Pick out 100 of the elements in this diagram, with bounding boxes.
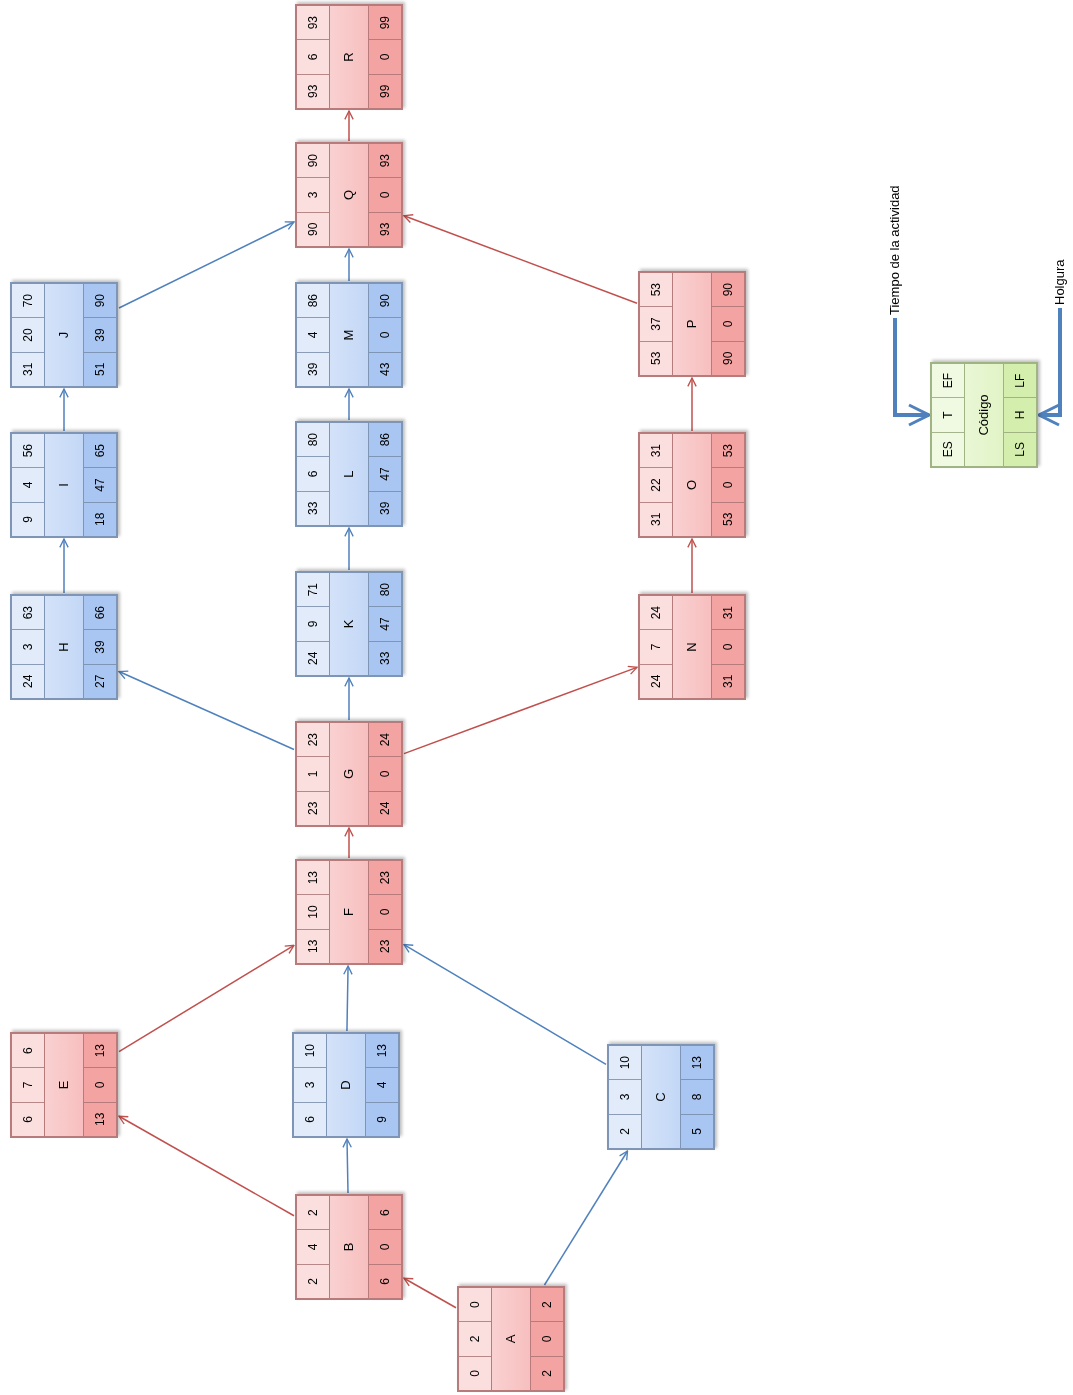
arrow: [687, 538, 697, 594]
table-cell: 90: [84, 284, 116, 318]
table-cell: 9: [297, 606, 329, 641]
table-cell: 18: [84, 501, 116, 536]
table-cell: 13: [84, 1101, 116, 1136]
table-cell: 90: [712, 340, 744, 375]
table-cell: 90: [369, 284, 401, 318]
table-cell: 9: [366, 1101, 398, 1136]
table-cell: 93: [297, 6, 329, 40]
table-cell: 53: [712, 434, 744, 468]
activity-code: N: [673, 596, 711, 698]
activity-code: G: [330, 723, 368, 825]
activity-node: [295, 421, 403, 527]
table-cell: 2: [531, 1288, 563, 1322]
table-cell: 80: [297, 423, 329, 457]
activity-code: A: [492, 1288, 530, 1390]
arrow: [403, 665, 638, 755]
table-cell: 31: [640, 501, 672, 536]
table-cell: 47: [369, 456, 401, 491]
table-cell: 4: [297, 1229, 329, 1264]
table-cell: 56: [12, 434, 44, 468]
annotation-label: Tiempo de la actividad: [887, 185, 903, 315]
activity-node: [292, 1032, 400, 1138]
table-cell: 8: [681, 1079, 713, 1114]
table-cell: 51: [84, 351, 116, 386]
arrow: [118, 670, 295, 751]
activity-node: [10, 1032, 118, 1138]
table-cell: 2: [609, 1113, 641, 1148]
table-cell: 39: [369, 490, 401, 525]
table-cell: 4: [12, 467, 44, 502]
activity-node: [295, 571, 403, 677]
activity-node: [295, 721, 403, 827]
table-cell: 6: [12, 1101, 44, 1136]
activity-node: [295, 859, 403, 965]
table-cell: 37: [640, 306, 672, 341]
table-cell: 24: [297, 640, 329, 675]
table-cell: 6: [297, 39, 329, 74]
table-cell: 0: [369, 1229, 401, 1264]
table-cell: 6: [294, 1101, 326, 1136]
arrow: [343, 965, 353, 1032]
activity-node: [638, 594, 746, 700]
activity-code: B: [330, 1196, 368, 1298]
table-cell: 23: [369, 928, 401, 963]
table-cell: 39: [84, 629, 116, 664]
table-cell: 0: [369, 317, 401, 352]
table-cell: 0: [712, 629, 744, 664]
leader-line: [1037, 308, 1062, 427]
table-cell: 80: [369, 573, 401, 607]
activity-code: K: [330, 573, 368, 675]
activity-node: [10, 594, 118, 700]
table-cell: 0: [459, 1288, 491, 1322]
table-cell: T: [932, 397, 964, 432]
table-cell: 27: [84, 663, 116, 698]
table-cell: 66: [84, 596, 116, 630]
table-cell: 6: [12, 1034, 44, 1068]
table-cell: 33: [369, 640, 401, 675]
activity-code: R: [330, 6, 368, 108]
table-cell: 24: [369, 723, 401, 757]
table-cell: 43: [369, 351, 401, 386]
table-cell: 33: [297, 490, 329, 525]
table-cell: 0: [84, 1067, 116, 1102]
table-cell: 2: [297, 1196, 329, 1230]
table-cell: 90: [712, 273, 744, 307]
table-cell: 31: [640, 434, 672, 468]
activity-node: [295, 1194, 403, 1300]
table-cell: 2: [531, 1355, 563, 1390]
arrow: [344, 827, 354, 859]
table-cell: 13: [84, 1034, 116, 1068]
table-cell: 99: [369, 6, 401, 40]
arrow: [342, 1138, 352, 1194]
activity-node: [10, 282, 118, 388]
table-cell: 22: [640, 467, 672, 502]
table-cell: 3: [609, 1079, 641, 1114]
table-cell: 10: [294, 1034, 326, 1068]
table-cell: 24: [640, 596, 672, 630]
activity-code: Código: [965, 364, 1003, 466]
arrow: [344, 527, 354, 571]
table-cell: 4: [366, 1067, 398, 1102]
activity-code: Q: [330, 144, 368, 246]
table-cell: 0: [712, 467, 744, 502]
activity-node: [638, 432, 746, 538]
arrow: [118, 1115, 295, 1217]
arrow: [543, 1150, 629, 1286]
table-cell: 24: [369, 790, 401, 825]
table-cell: 63: [12, 596, 44, 630]
arrow: [687, 377, 697, 432]
activity-code: O: [673, 434, 711, 536]
table-cell: 0: [712, 306, 744, 341]
table-cell: 3: [297, 177, 329, 212]
table-cell: 5: [681, 1113, 713, 1148]
table-cell: LS: [1004, 431, 1036, 466]
table-cell: LF: [1004, 364, 1036, 398]
leader-line: [893, 318, 931, 427]
table-cell: 2: [297, 1263, 329, 1298]
table-cell: 53: [640, 273, 672, 307]
table-cell: 31: [712, 596, 744, 630]
table-cell: 47: [369, 606, 401, 641]
table-cell: 31: [712, 663, 744, 698]
table-cell: 90: [297, 144, 329, 178]
table-cell: 93: [369, 144, 401, 178]
